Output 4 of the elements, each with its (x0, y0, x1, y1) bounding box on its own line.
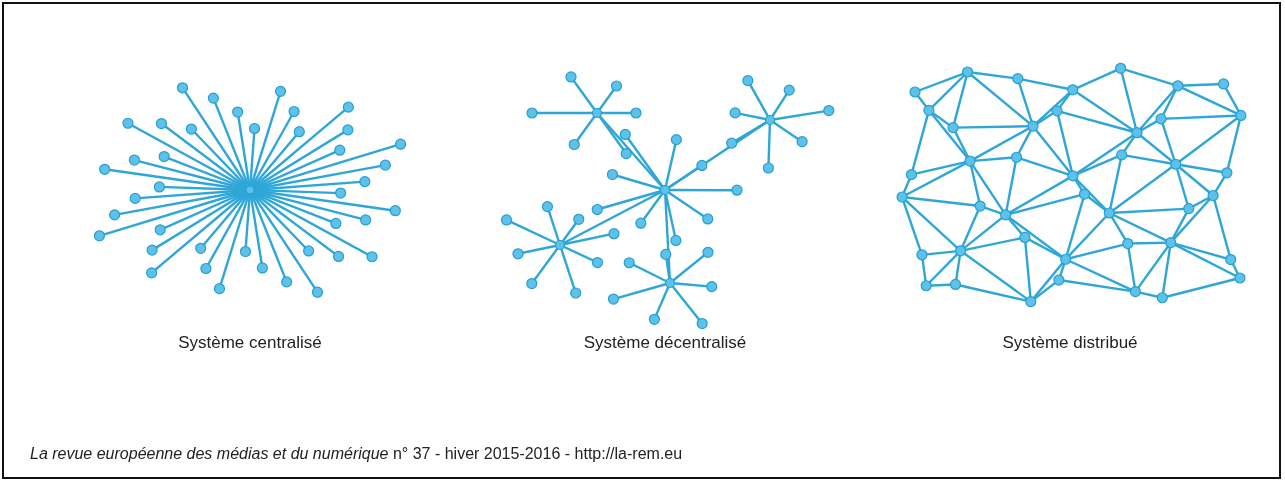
citation-text: La revue européenne des médias et du numérique n° 37 - hiver 2015-2016 - http://la-rem.eu (30, 445, 683, 463)
network-caption: Système décentralisé (583, 333, 747, 353)
network-caption: Système distribué (1002, 333, 1138, 353)
network-caption: Système centralisé (178, 333, 322, 353)
